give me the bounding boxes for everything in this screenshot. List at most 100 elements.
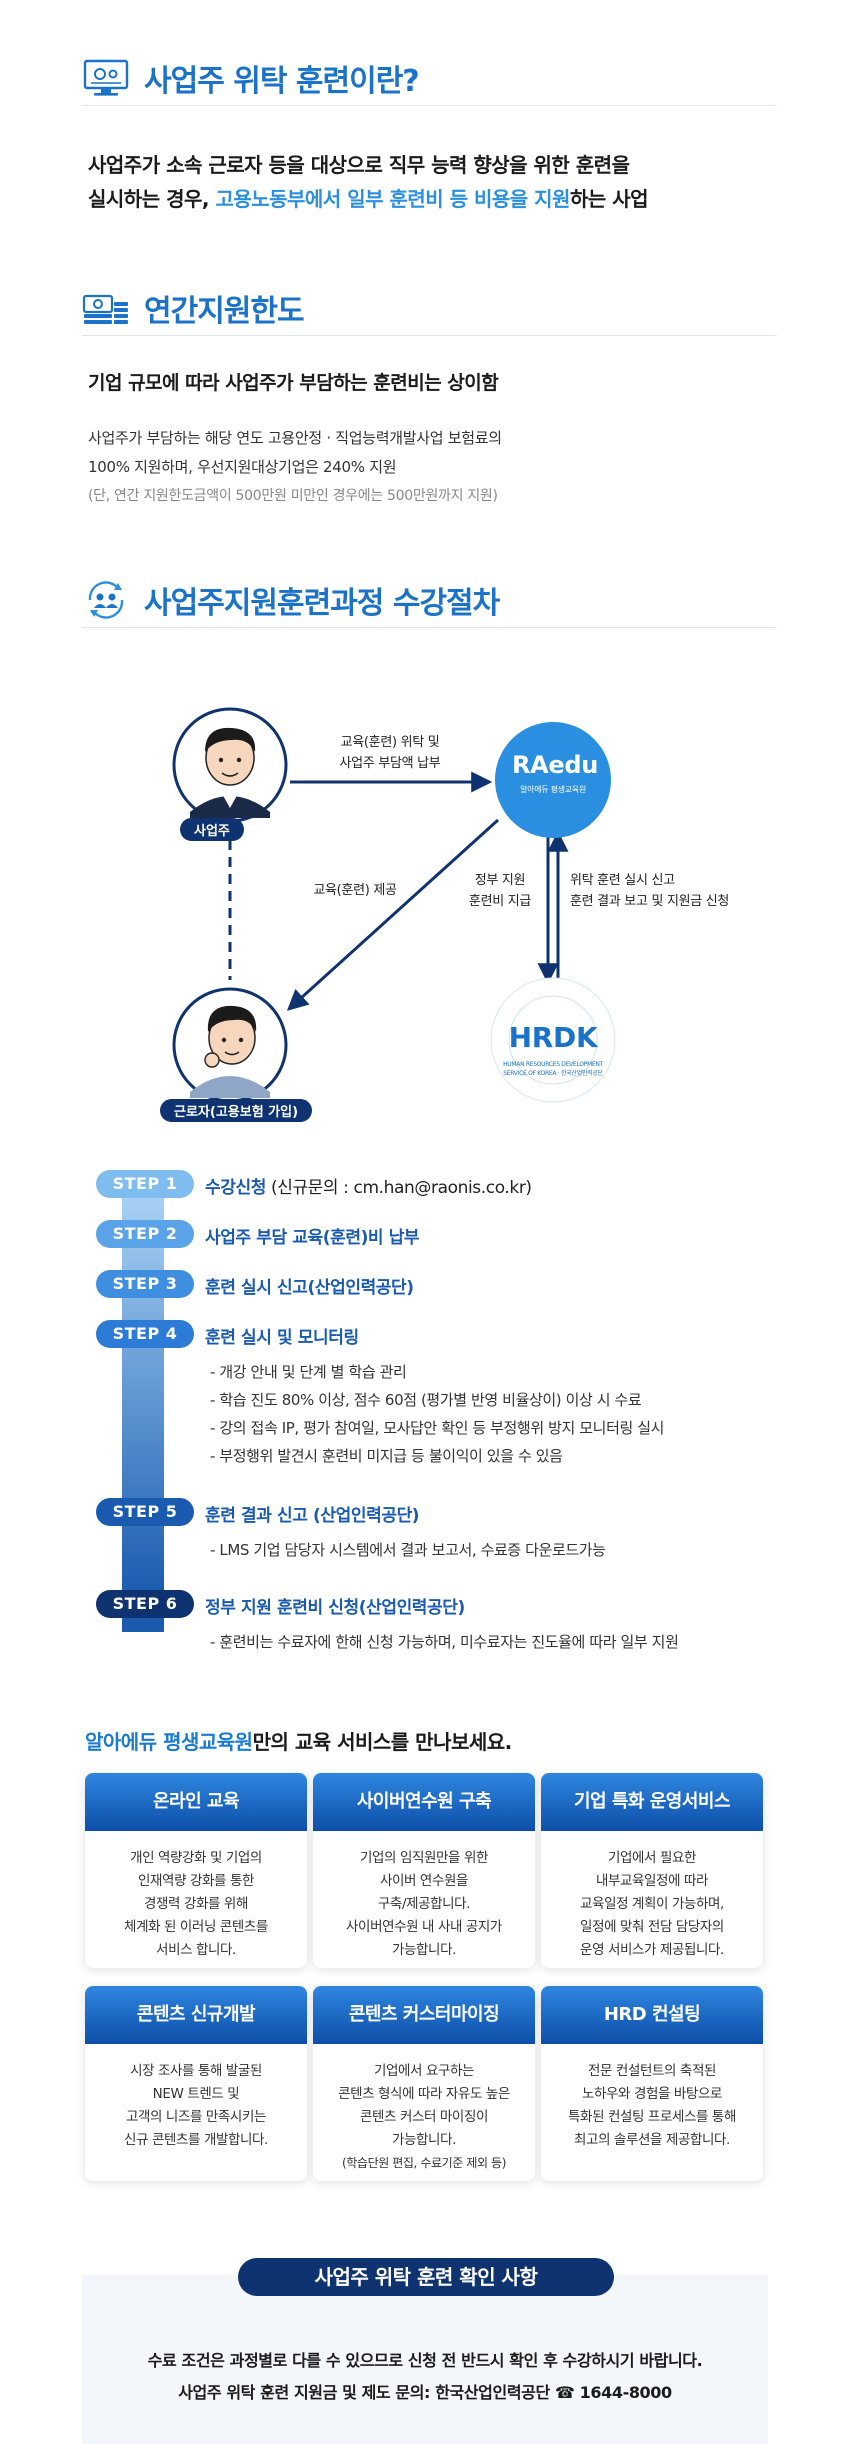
- step-badge: STEP 4: [96, 1320, 194, 1348]
- step-title-main: 훈련 실시 신고(산업인력공단): [205, 1278, 414, 1298]
- raedu-logo-subtext: 알아에듀 평생교육원: [520, 785, 586, 794]
- label-report-line-2: 훈련 결과 보고 및 지원금 신청: [570, 894, 730, 909]
- raedu-logo-circle: [495, 722, 611, 838]
- intro-line-2: 실시하는 경우, 고용노동부에서 일부 훈련비 등 비용을 지원하는 사업: [88, 182, 649, 216]
- step-detail: - 훈련비는 수료자에 한해 신청 가능하며, 미수료자는 진도율에 따라 일부…: [210, 1633, 679, 1651]
- people-cycle-icon: [88, 581, 124, 619]
- services-heading-highlight: 알아에듀 평생교육원: [85, 1730, 253, 1754]
- service-card-line: 기업의 임직원만을 위한: [360, 1850, 488, 1866]
- service-card-line: 가능합니다.: [392, 2132, 456, 2148]
- service-card-line: 특화된 컨설팅 프로세스를 통해: [568, 2109, 736, 2125]
- confirm-line-1: 수료 조건은 과정별로 다를 수 있으므로 신청 전 반드시 확인 후 수강하시…: [147, 2351, 703, 2370]
- step-detail: - 강의 접속 IP, 평가 참여일, 모사답안 확인 등 부정행위 방지 모니…: [210, 1419, 665, 1437]
- step-title-main: 수강신청: [205, 1178, 266, 1198]
- service-card-title: 콘텐츠 신규개발: [85, 1986, 307, 2044]
- step-title: 훈련 실시 신고(산업인력공단): [205, 1273, 414, 1298]
- service-card-line: 기업에서 요구하는: [373, 2063, 475, 2079]
- label-entrust: 교육(훈련) 위탁 및 사업주 부담액 납부: [305, 732, 475, 774]
- service-card-line: 체계화 된 이러닝 콘텐츠를: [124, 1919, 268, 1935]
- step-badge: STEP 3: [96, 1270, 194, 1298]
- step-title: 수강신청 (신규문의 : cm.han@raonis.co.kr): [205, 1173, 532, 1198]
- step-detail: - 학습 진도 80% 이상, 점수 60점 (평가별 반영 비율상이) 이상 …: [210, 1391, 642, 1409]
- service-card-line: 사이버연수원 내 사내 공지가: [346, 1919, 502, 1935]
- computer-monitor-icon: [83, 59, 129, 96]
- service-card-line: 고객의 니즈를 만족시키는: [125, 2109, 266, 2125]
- service-card-line: 시장 조사를 통해 발굴된: [130, 2063, 262, 2079]
- confirm-title: 사업주 위탁 훈련 확인 사항: [238, 2258, 614, 2296]
- services-heading-suffix: 만의 교육 서비스를 만나보세요.: [252, 1730, 513, 1754]
- section-annual-limit: 연간지원한도: [82, 286, 777, 336]
- service-card-line: 서비스 합니다.: [156, 1942, 236, 1958]
- worker-tag: 근로자(고용보험 가입): [160, 1099, 313, 1122]
- step-badge: STEP 5: [96, 1498, 194, 1526]
- section-title: 사업주지원훈련과정 수강절차: [144, 586, 500, 621]
- desc-line-1: 사업주가 부담하는 해당 연도 고용안정 · 직업능력개발사업 보험료의: [88, 429, 502, 447]
- step-detail: - 부정행위 발견시 훈련비 미지급 등 불이익이 있을 수 있음: [210, 1447, 563, 1465]
- service-card-line: 전문 컨설턴트의 축적된: [588, 2063, 716, 2079]
- step-list: STEP 1 수강신청 (신규문의 : cm.han@raonis.co.kr) S…: [0, 1170, 850, 1690]
- service-card-title: 사이버연수원 구축: [313, 1773, 535, 1831]
- service-card-line: 경쟁력 강화를 위해: [144, 1896, 248, 1912]
- annual-limit-desc: 사업주가 부담하는 해당 연도 고용안정 · 직업능력개발사업 보험료의 100…: [88, 424, 502, 511]
- service-card-line: 일정에 맞춰 전담 담당자의: [580, 1919, 724, 1935]
- service-card-title: 기업 특화 운영서비스: [541, 1773, 763, 1831]
- services-heading: 알아에듀 평생교육원만의 교육 서비스를 만나보세요.: [85, 1726, 512, 1755]
- service-card-line: 내부교육일정에 따라: [595, 1873, 709, 1889]
- money-stack-icon: [82, 294, 128, 324]
- service-card-line: 콘텐츠 형식에 따라 자유도 높은: [338, 2086, 510, 2102]
- step-badge: STEP 6: [96, 1590, 194, 1618]
- label-report-line-1: 위탁 훈련 실시 신고: [570, 873, 675, 888]
- section-title: 연간지원한도: [144, 294, 305, 329]
- annual-limit-subtitle: 기업 규모에 따라 사업주가 부담하는 훈련비는 상이함: [88, 372, 499, 394]
- flow-arrows: [172, 707, 616, 1103]
- section-procedure: 사업주지원훈련과정 수강절차: [82, 578, 777, 628]
- service-card-line: 운영 서비스가 제공됩니다.: [580, 1942, 724, 1958]
- confirm-line-2: 사업주 위탁 훈련 지원금 및 제도 문의: 한국산업인력공단 ☎ 1644-8…: [178, 2383, 672, 2402]
- label-entrust-line-2: 사업주 부담액 납부: [339, 756, 441, 771]
- step-title-extra: (신규문의 : cm.han@raonis.co.kr): [265, 1178, 532, 1198]
- service-card-line: 기업에서 필요한: [607, 1850, 697, 1866]
- confirm-text: 수료 조건은 과정별로 다를 수 있으므로 신청 전 반드시 확인 후 수강하시…: [82, 2345, 768, 2409]
- desc-line-2: 100% 지원하며, 우선지원대상기업은 240% 지원: [88, 458, 397, 476]
- step-title: 정부 지원 훈련비 신청(산업인력공단): [205, 1593, 465, 1618]
- service-card-title: HRD 컨설팅: [541, 1986, 763, 2044]
- service-card-line: 최고의 솔루션을 제공합니다.: [574, 2132, 730, 2148]
- hrdk-seal: [490, 977, 616, 1103]
- employer-tag: 사업주: [180, 818, 244, 841]
- desc-note: (단, 연간 지원한도금액이 500만원 미만인 경우에는 500만원까지 지원…: [88, 488, 498, 504]
- step-title-main: 정부 지원 훈련비 신청(산업인력공단): [205, 1598, 465, 1618]
- service-card-line: 노하우와 경험을 바탕으로: [581, 2086, 722, 2102]
- procedure-flow-diagram: 사업주 근로자(고용보험 가입) RAedu 알아에듀 평생교육원 HRDK H…: [0, 640, 850, 1140]
- service-card-line: 구축/제공합니다.: [377, 1896, 471, 1912]
- service-card-line: 개인 역량강화 및 기업의: [130, 1850, 262, 1866]
- step-title: 훈련 결과 신고 (산업인력공단): [205, 1501, 420, 1526]
- step-detail: - LMS 기업 담당자 시스템에서 결과 보고서, 수료증 다운로드가능: [210, 1541, 606, 1559]
- service-card-line: 신규 콘텐츠를 개발합니다.: [124, 2132, 268, 2148]
- step-badge: STEP 1: [96, 1170, 194, 1198]
- step-progress-bar: [122, 1192, 164, 1632]
- employer-avatar: [172, 707, 288, 823]
- raedu-logo-text: RAedu: [511, 751, 599, 779]
- step-detail: - 개강 안내 및 단계 별 학습 관리: [210, 1363, 407, 1381]
- step-title: 사업주 부담 교육(훈련)비 납부: [205, 1223, 420, 1248]
- label-entrust-line-1: 교육(훈련) 위탁 및: [340, 735, 440, 750]
- step-title-main: 훈련 실시 및 모니터링: [205, 1328, 359, 1348]
- service-card-note: (학습단원 편집, 수료기준 제외 등): [342, 2156, 506, 2170]
- label-gov-support: 정부 지원 훈련비 지급: [460, 870, 540, 912]
- intro-line-2-prefix: 실시하는 경우,: [88, 187, 216, 211]
- step-title: 훈련 실시 및 모니터링: [205, 1323, 359, 1348]
- label-provide-training: 교육(훈련) 제공: [313, 883, 397, 898]
- label-gov-line-2: 훈련비 지급: [468, 894, 532, 909]
- step-title-main: 사업주 부담 교육(훈련)비 납부: [205, 1228, 420, 1248]
